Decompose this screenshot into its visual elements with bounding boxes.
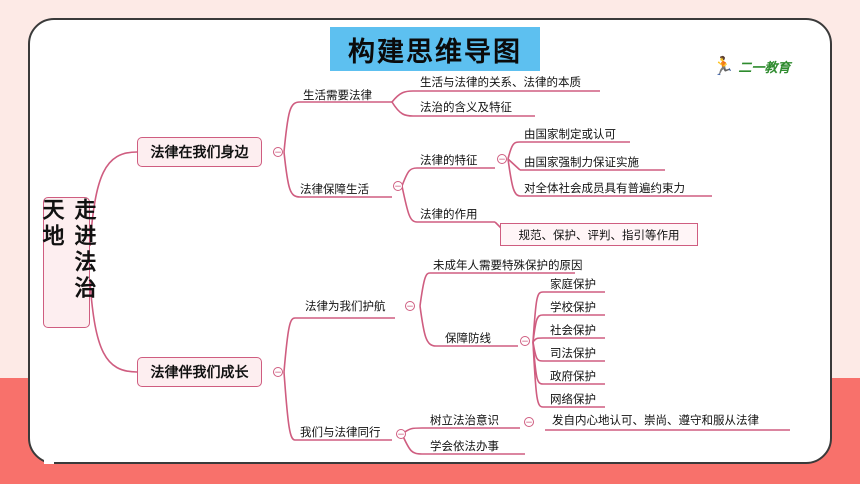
collapse-icon[interactable]: − xyxy=(273,367,283,378)
node-law-protects-life[interactable]: 法律保障生活 xyxy=(300,182,369,196)
node-law-features[interactable]: 法律的特征 xyxy=(420,153,478,167)
role-note[interactable]: 规范、保护、评判、指引等作用 xyxy=(500,223,698,246)
corner-patch xyxy=(44,454,54,464)
node-item[interactable]: 法治的含义及特征 xyxy=(420,100,512,114)
collapse-icon[interactable]: − xyxy=(273,147,283,158)
node-act-by-law[interactable]: 学会依法办事 xyxy=(430,439,499,453)
node-defense[interactable]: 社会保护 xyxy=(550,323,596,337)
branch-label: 法律伴我们成长 xyxy=(150,365,249,381)
node-life-needs-law[interactable]: 生活需要法律 xyxy=(303,88,372,102)
collapse-icon[interactable]: − xyxy=(393,181,403,192)
collapse-icon[interactable]: − xyxy=(524,417,534,428)
node-defense[interactable]: 家庭保护 xyxy=(550,277,596,291)
branch-label: 法律在我们身边 xyxy=(150,145,249,161)
root-node[interactable]: 走进法治天地 xyxy=(39,197,96,328)
node-feature[interactable]: 对全体社会成员具有普遍约束力 xyxy=(524,181,685,195)
collapse-icon[interactable]: − xyxy=(520,336,530,347)
node-reason[interactable]: 未成年人需要特殊保护的原因 xyxy=(433,258,583,272)
node-defense[interactable]: 学校保护 xyxy=(550,300,596,314)
node-law-escorts-us[interactable]: 法律为我们护航 xyxy=(305,299,386,313)
collapse-icon[interactable]: − xyxy=(405,301,415,312)
collapse-icon[interactable]: − xyxy=(396,429,406,440)
logo-text: 二一教育 xyxy=(738,61,791,76)
title-banner: 构建思维导图 xyxy=(330,27,540,71)
mindmap-card xyxy=(28,18,832,464)
logo: 🏃 二一教育 xyxy=(712,56,790,77)
node-law-role[interactable]: 法律的作用 xyxy=(420,207,478,221)
collapse-icon[interactable]: − xyxy=(497,154,507,165)
root-label: 走进法治天地 xyxy=(38,198,96,302)
node-feature[interactable]: 由国家制定或认可 xyxy=(524,127,616,141)
node-defense[interactable]: 网络保护 xyxy=(550,392,596,406)
branch-law-grows-with-us[interactable]: 法律伴我们成长 xyxy=(137,357,262,387)
node-item[interactable]: 生活与法律的关系、法律的本质 xyxy=(420,75,581,89)
node-defense-lines[interactable]: 保障防线 xyxy=(445,331,491,345)
node-defense[interactable]: 政府保护 xyxy=(550,369,596,383)
node-walk-with-law[interactable]: 我们与法律同行 xyxy=(300,425,381,439)
node-awareness-detail[interactable]: 发自内心地认可、崇尚、遵守和服从法律 xyxy=(552,413,759,427)
node-defense[interactable]: 司法保护 xyxy=(550,346,596,360)
branch-law-around-us[interactable]: 法律在我们身边 xyxy=(137,137,262,167)
runner-icon: 🏃 xyxy=(712,56,735,77)
node-feature[interactable]: 由国家强制力保证实施 xyxy=(524,155,639,169)
page-title: 构建思维导图 xyxy=(348,36,522,68)
node-rule-of-law-awareness[interactable]: 树立法治意识 xyxy=(430,413,499,427)
